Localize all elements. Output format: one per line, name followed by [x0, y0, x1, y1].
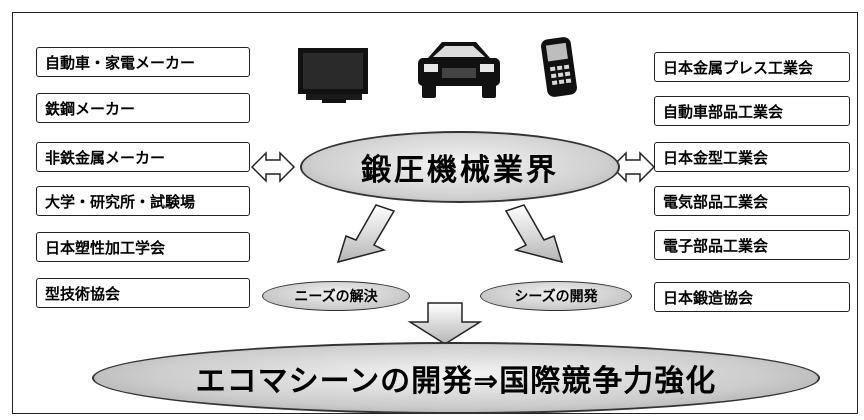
right-box-metal-press: 日本金属プレス工業会	[654, 52, 850, 82]
right-box-electric-parts: 電気部品工業会	[654, 186, 850, 216]
needs-arrow	[336, 204, 396, 264]
seeds-pill: シーズの開発	[480, 281, 632, 311]
right-box-electronic-parts: 電子部品工業会	[654, 230, 850, 260]
goal-banner: エコマシーンの開発⇒国際競争力強化	[92, 342, 820, 414]
needs-pill: ニーズの解決	[262, 281, 410, 311]
left-box-university: 大学・研究所・試験場	[36, 186, 250, 216]
left-box-jstp: 日本塑性加工学会	[36, 232, 250, 262]
left-box-automotive-appliance: 自動車・家電メーカー	[36, 47, 250, 77]
television-icon	[298, 48, 368, 103]
left-box-nonferrous: 非鉄金属メーカー	[36, 142, 250, 172]
goal-arrow	[407, 302, 483, 345]
mobile-phone-icon	[541, 37, 577, 97]
left-box-steel: 鉄鋼メーカー	[36, 93, 250, 123]
car-icon	[418, 42, 500, 98]
right-double-arrow	[610, 151, 656, 183]
right-box-die-mold: 日本金型工業会	[654, 142, 850, 172]
right-box-forging: 日本鍛造協会	[654, 282, 850, 312]
seeds-arrow	[504, 204, 564, 264]
industry-hub: 鍛圧機械業界	[300, 131, 620, 203]
left-double-arrow	[250, 151, 296, 183]
right-box-auto-parts: 自動車部品工業会	[654, 96, 850, 126]
left-box-mold-tech: 型技術協会	[36, 278, 250, 308]
